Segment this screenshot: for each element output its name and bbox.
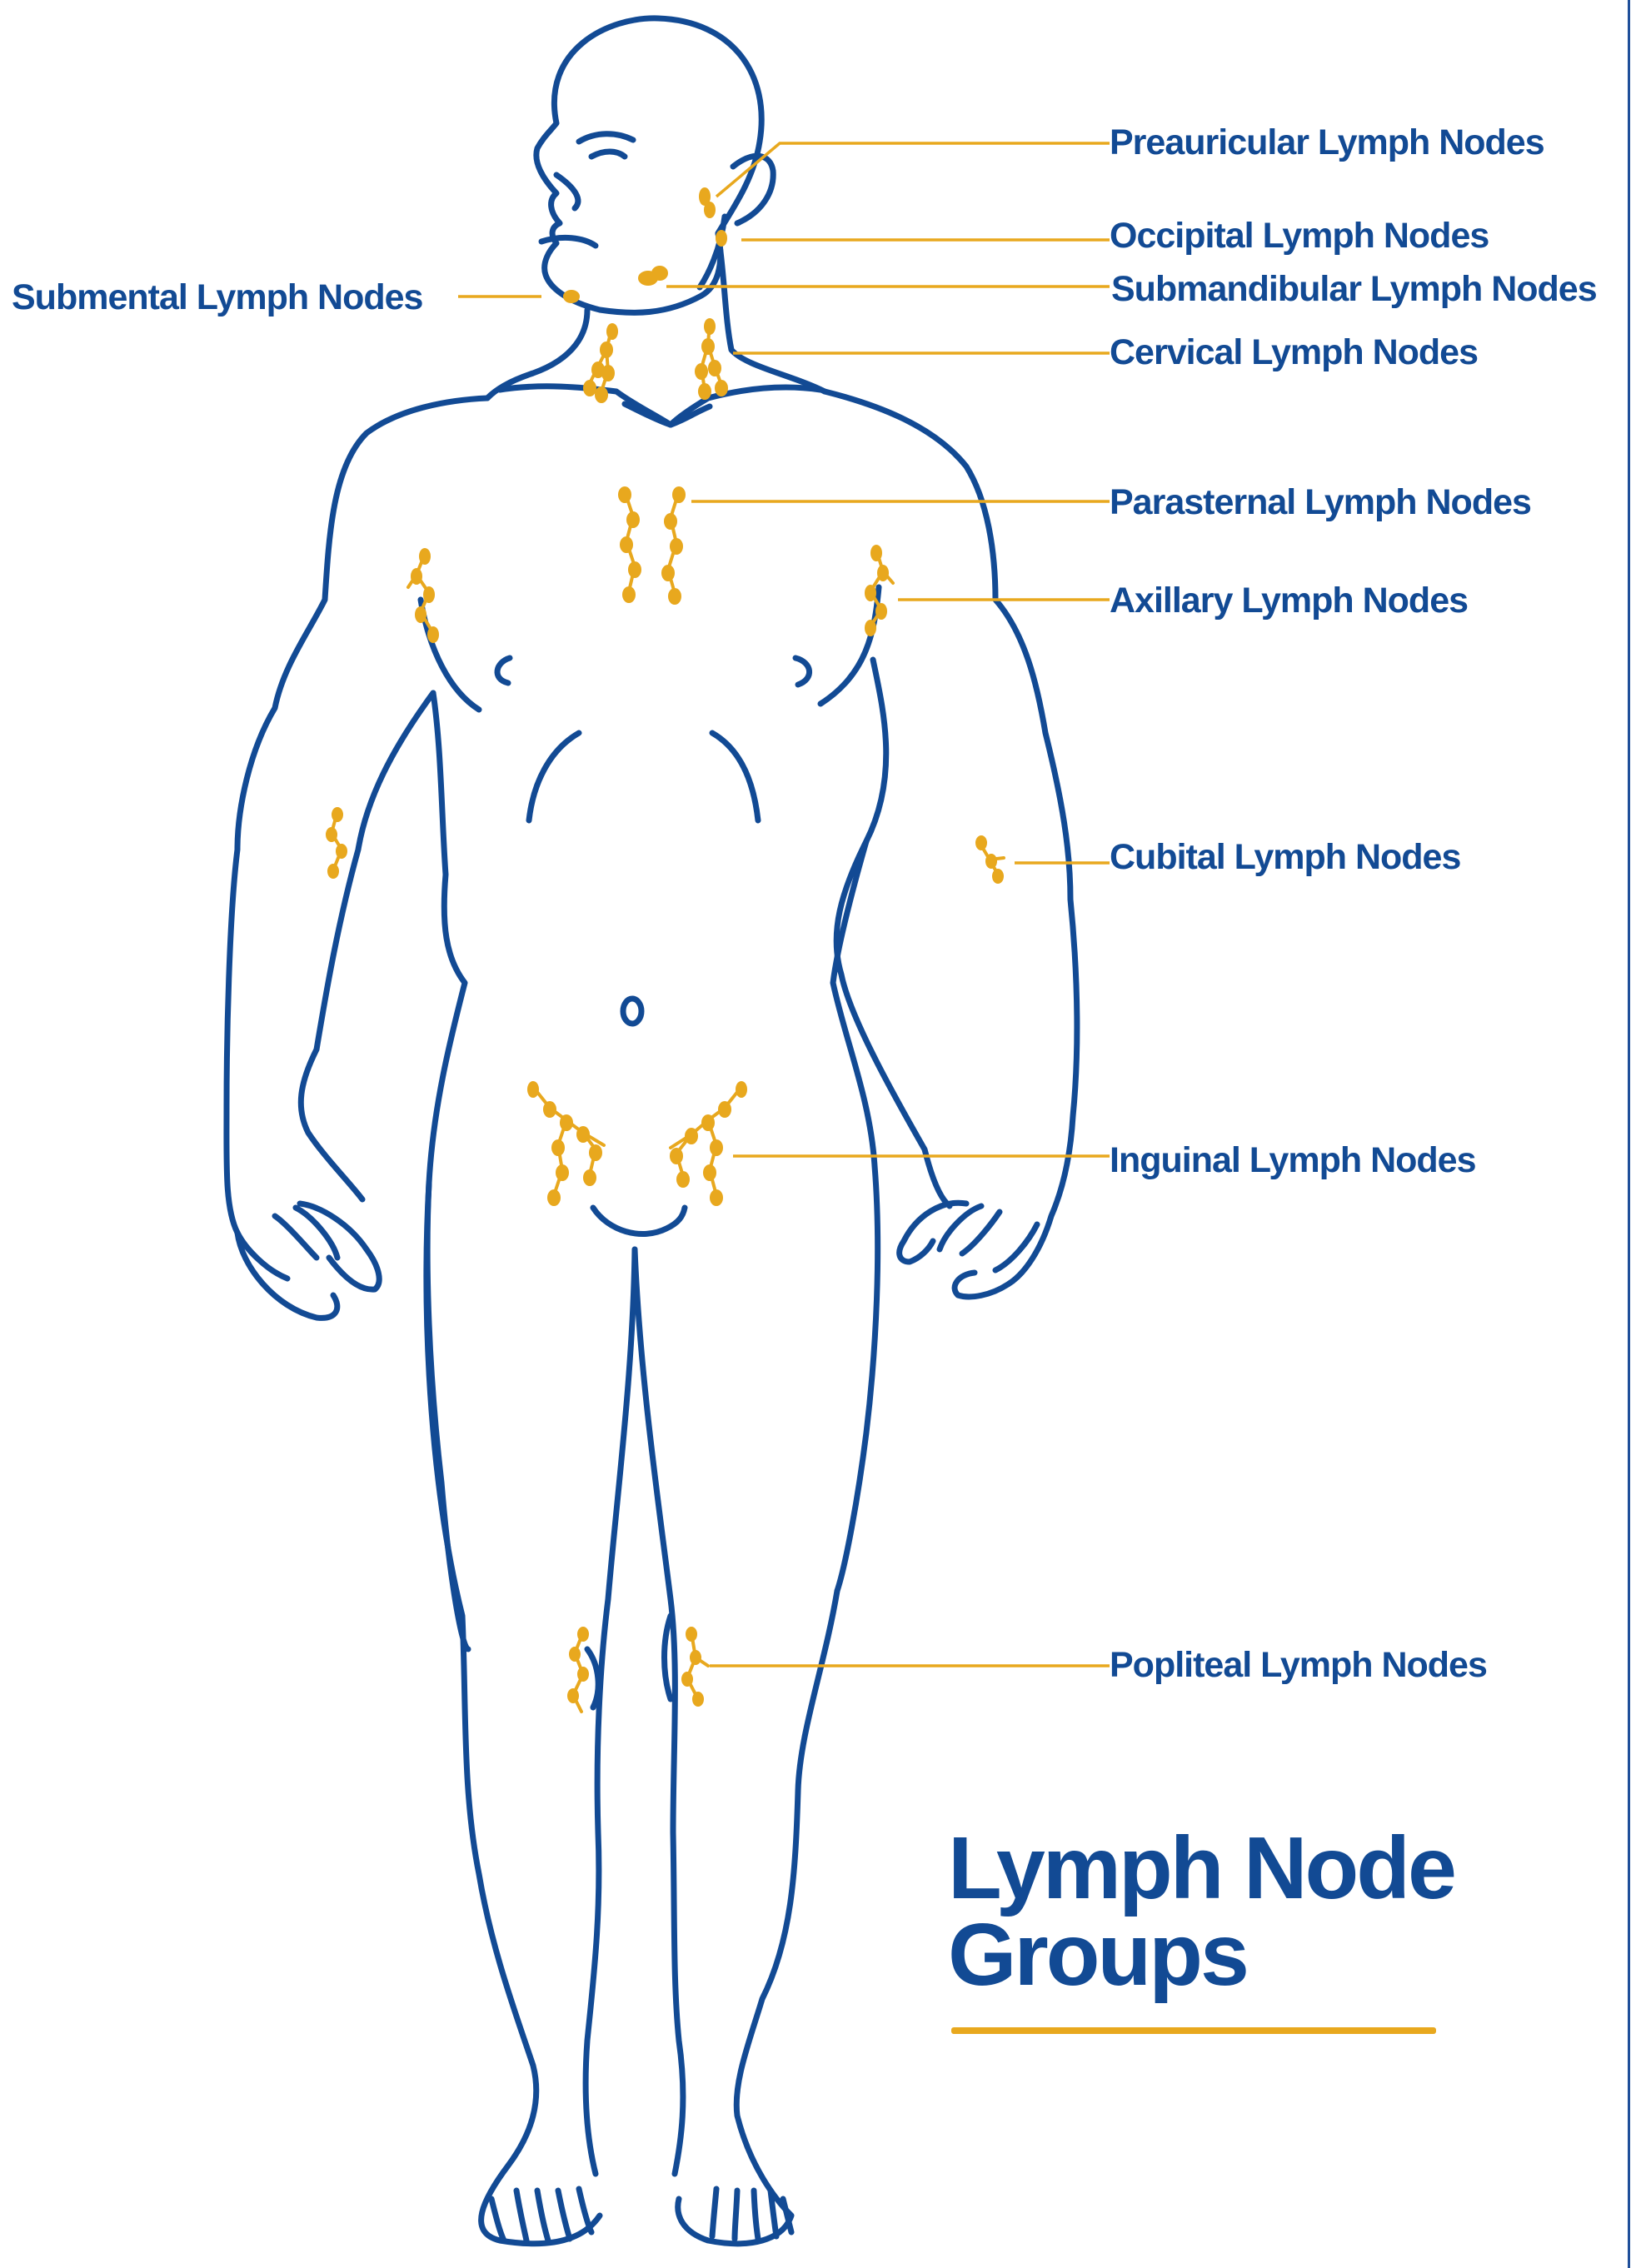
torso-left [427,693,468,1649]
occipital-nodes [717,232,726,245]
right-arm-inner [836,660,950,1206]
torso-right [833,841,878,1591]
right-nipple [796,658,810,685]
preauricular-label: Preauricular Lymph Nodes [1110,125,1544,161]
head-outline [536,18,761,312]
nose-outline [556,175,578,208]
title-line-2: Groups [948,1912,1454,1999]
submandibular-label: Submandibular Lymph Nodes [1111,272,1597,307]
mouth-outline [541,237,596,246]
inguinal-label: Inguinal Lymph Nodes [1110,1143,1475,1179]
inguinal-nodes [529,1083,746,1204]
right-hand [900,1203,1037,1270]
preauricular-nodes [701,189,714,217]
cubital-nodes [327,809,1004,882]
navel [623,999,641,1024]
collarbone-right [671,387,820,425]
left-arm-inner [301,693,433,1199]
parasternal-label: Parasternal Lymph Nodes [1110,485,1531,521]
title-underline [951,2027,1436,2034]
axillary-nodes [408,546,893,641]
left-leg-outer [426,1183,600,2244]
parasternal-nodes [620,488,684,603]
cervical-nodes [585,320,726,401]
right-leg-inner [635,1249,683,2174]
left-knee [587,1649,598,1707]
popliteal-label: Popliteal Lymph Nodes [1110,1647,1487,1683]
popliteal-nodes [569,1628,708,1712]
right-rib [712,733,758,820]
left-leg-inner [586,1249,635,2174]
groin [593,1208,685,1234]
left-pec [421,600,479,710]
submental-label: Submental Lymph Nodes [12,280,422,316]
leader-lines [458,143,1110,1666]
occipital-label: Occipital Lymph Nodes [1110,218,1489,254]
right-leg-outer [678,1591,837,2244]
left-rib [529,733,579,820]
neck-right [718,233,825,391]
axillary-label: Axillary Lymph Nodes [1110,583,1468,619]
cervical-label: Cervical Lymph Nodes [1110,335,1478,371]
right-pec [820,587,879,704]
eye-outline [591,152,625,157]
submental-nodes [565,292,578,302]
eyebrow-outline [579,134,633,142]
cubital-label: Cubital Lymph Nodes [1110,840,1460,875]
page-title: Lymph Node Groups [948,1826,1454,1999]
title-line-1: Lymph Node [948,1826,1454,1912]
right-knee [665,1616,671,1699]
submandibular-nodes [640,267,666,284]
left-nipple [497,658,510,683]
